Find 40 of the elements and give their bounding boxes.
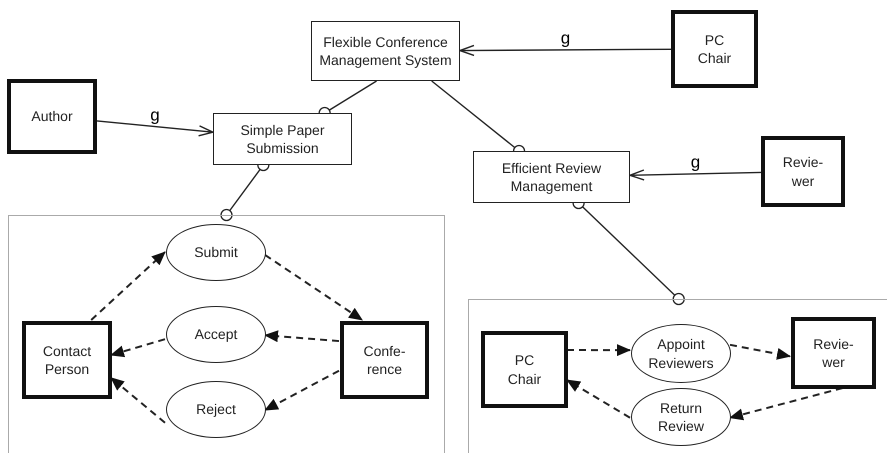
node-label: PC Chair (696, 30, 732, 68)
arrow (96, 120, 214, 137)
node-label: Reject (196, 400, 236, 419)
node-label: Efficient Review Management (500, 158, 602, 196)
node-label: Author (31, 107, 73, 126)
dashed-arrow (110, 376, 166, 424)
node-label: Contact Person (42, 342, 92, 378)
dashed-arrow (90, 251, 166, 321)
node-label: Submit (194, 243, 238, 262)
actor-box (7, 79, 97, 154)
dashed-arrow (566, 379, 631, 419)
actor-box (791, 317, 876, 389)
dashed-arrow (567, 344, 631, 356)
node-label: Flexible Conference Management System (318, 32, 453, 70)
frame-box (468, 299, 887, 453)
dashed-arrow (729, 387, 843, 420)
node-label: Appoint Reviewers (647, 335, 715, 372)
actor-box (761, 136, 845, 207)
actor-box (22, 321, 112, 399)
node-label: Revie- wer (782, 153, 824, 190)
node-label: Simple Paper Submission (239, 120, 326, 158)
actor-box (340, 321, 429, 399)
node-label: PC Chair (506, 351, 542, 388)
node-label: Accept (194, 325, 238, 344)
frame-box (8, 215, 445, 453)
node-label: Revie- wer (812, 334, 855, 372)
node-label: Return Review (657, 398, 705, 436)
actor-box (481, 331, 568, 408)
arrow (459, 44, 671, 56)
process-box (213, 113, 352, 165)
dashed-arrow (264, 330, 340, 342)
dashed-arrow (264, 370, 340, 412)
process-box (311, 21, 460, 81)
node-label: Confe- rence (362, 342, 407, 378)
dashed-arrow (264, 254, 363, 321)
dashed-arrow (110, 338, 166, 358)
arrow (629, 169, 762, 181)
actor-box (671, 10, 758, 88)
process-box (473, 151, 630, 203)
dashed-arrow (730, 344, 791, 360)
